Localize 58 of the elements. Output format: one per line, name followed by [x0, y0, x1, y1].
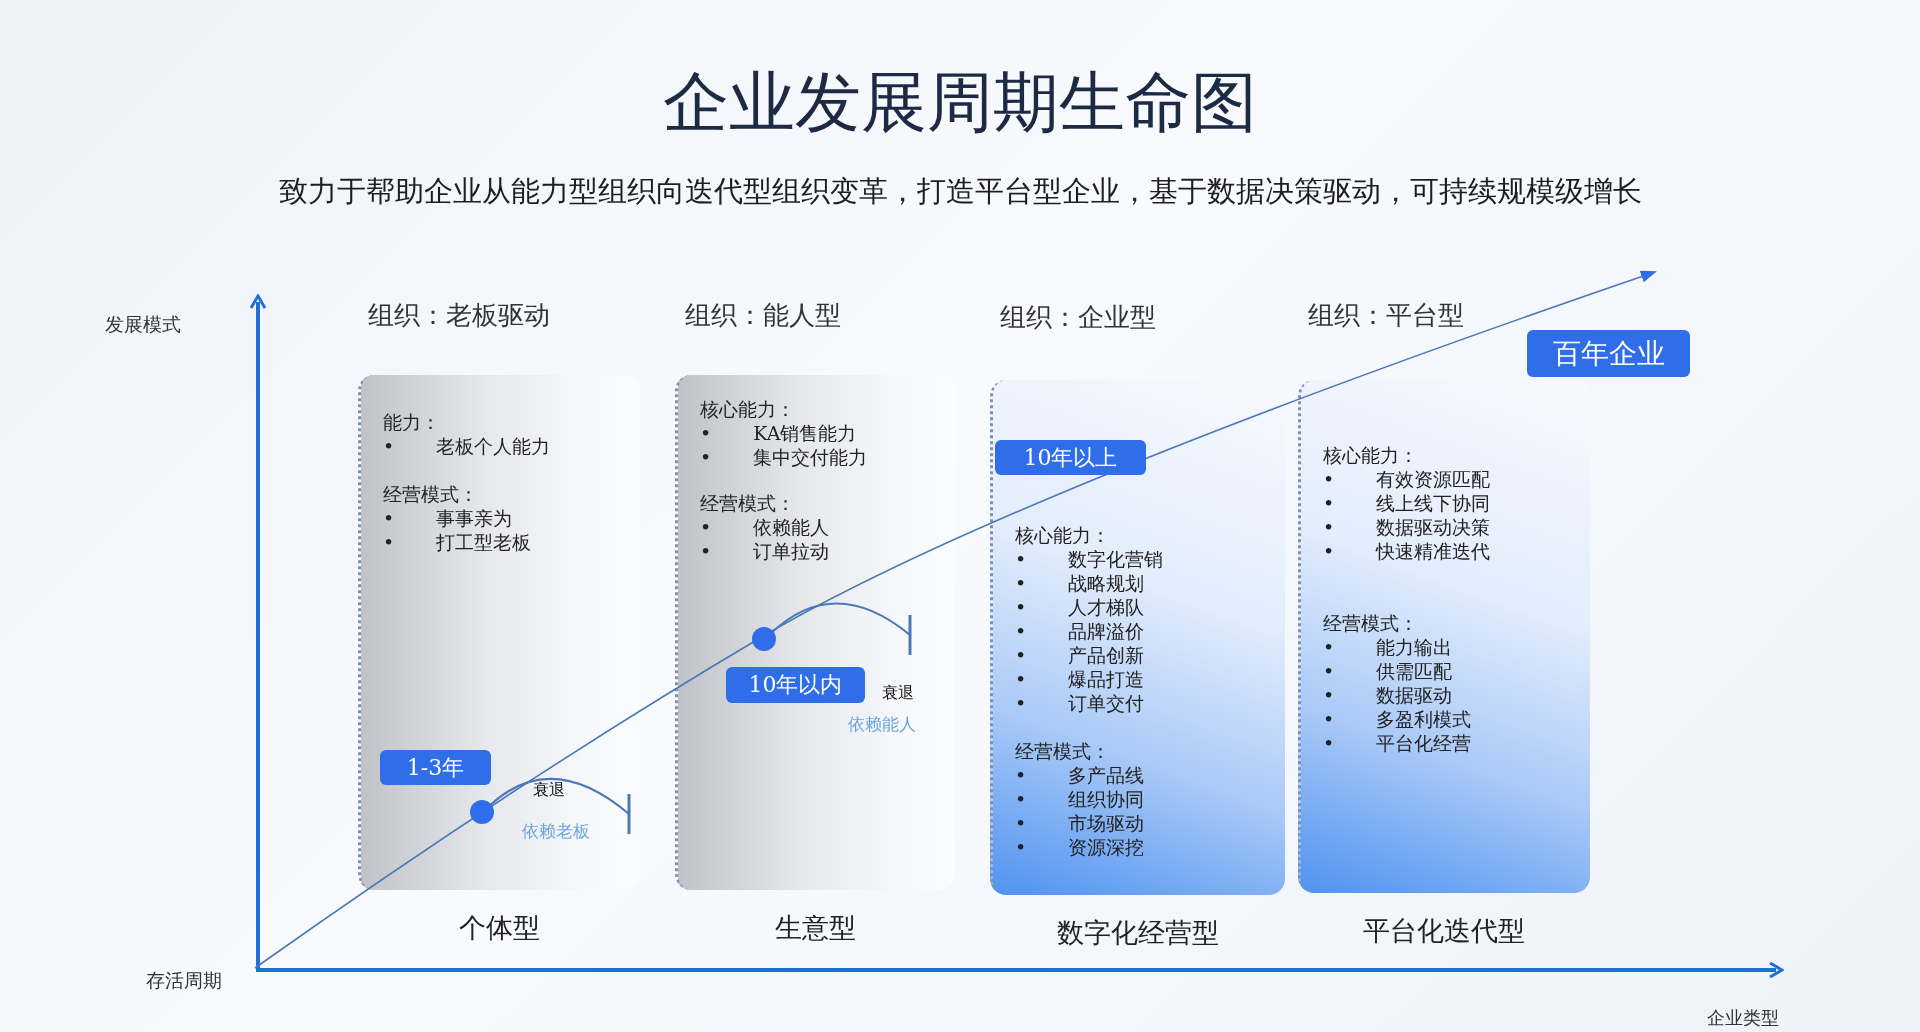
bullet-item: • 线上线下协同 [1323, 491, 1491, 515]
axis-label: 发展模式 [105, 312, 181, 337]
bullet-item: • 市场驱动 [1015, 811, 1146, 835]
bullet-item: • 集中交付能力 [700, 445, 868, 469]
curve-note: 依赖老板 [522, 820, 590, 843]
subtitle: 致力于帮助企业从能力型组织向迭代型组织变革，打造平台型企业，基于数据决策驱动，可持续规模级增长 [277, 173, 1643, 210]
bullet-item: • 数据驱动 [1323, 683, 1454, 707]
section-heading: 经营模式： [1323, 611, 1419, 635]
bullet-item: • 打工型老板 [383, 530, 533, 554]
section-heading: 经营模式： [1015, 739, 1111, 763]
column-heading: 组织：企业型 [1000, 301, 1156, 334]
edge-label: 衰退 [533, 780, 565, 801]
bullet-item: • 老板个人能力 [383, 434, 551, 458]
duration-badge: 1-3年 [380, 750, 491, 785]
bullet-item: • 组织协同 [1015, 787, 1146, 811]
axis-label: 存活周期 [146, 968, 222, 993]
bullet-item: • 供需匹配 [1323, 659, 1454, 683]
bullet-item: • 人才梯队 [1015, 595, 1146, 619]
title: 企业发展周期生命图 [662, 63, 1258, 143]
bullet-item: • 爆品打造 [1015, 667, 1146, 691]
bullet-item: • KA销售能力 [700, 421, 858, 445]
bullet-item: • 依赖能人 [700, 515, 831, 539]
bullet-item: • 品牌溢价 [1015, 619, 1146, 643]
bullet-item: • 能力输出 [1323, 635, 1454, 659]
stage-name: 数字化经营型 [1055, 916, 1220, 950]
section-heading: 能力： [383, 410, 441, 434]
section-heading: 经营模式： [700, 491, 796, 515]
section-heading: 核心能力： [1015, 523, 1111, 547]
bullet-item: • 事事亲为 [383, 506, 514, 530]
bullet-item: • 平台化经营 [1323, 731, 1473, 755]
stage-name: 生意型 [773, 911, 857, 945]
bullet-item: • 订单拉动 [700, 539, 831, 563]
stage-name: 个体型 [457, 911, 541, 945]
column-heading: 组织：平台型 [1308, 299, 1464, 332]
timeline-dot [752, 627, 776, 651]
bullet-item: • 数据驱动决策 [1323, 515, 1491, 539]
section-heading: 核心能力： [1323, 443, 1419, 467]
stage-name: 平台化迭代型 [1362, 914, 1526, 948]
bullet-item: • 有效资源匹配 [1323, 467, 1491, 491]
bullet-item: • 多盈利模式 [1323, 707, 1473, 731]
bullet-item: • 产品创新 [1015, 643, 1146, 667]
bullet-item: • 订单交付 [1015, 691, 1146, 715]
bullet-item: • 战略规划 [1015, 571, 1146, 595]
column-heading: 组织：能人型 [685, 299, 841, 332]
bullet-item: • 资源深挖 [1015, 835, 1146, 859]
section-heading: 核心能力： [700, 397, 796, 421]
bullet-item: • 数字化营销 [1015, 547, 1164, 571]
column-heading: 组织：老板驱动 [368, 299, 550, 332]
section-heading: 经营模式： [383, 482, 479, 506]
axis-label: 企业类型 [1707, 1006, 1779, 1030]
duration-badge: 百年企业 [1527, 330, 1690, 377]
duration-badge: 10年以内 [726, 667, 865, 703]
duration-badge: 10年以上 [995, 440, 1146, 475]
curve-note: 依赖能人 [848, 713, 916, 736]
timeline-dot [470, 800, 494, 824]
bullet-item: • 快速精准迭代 [1323, 539, 1491, 563]
edge-label: 衰退 [882, 683, 914, 704]
bullet-item: • 多产品线 [1015, 763, 1146, 787]
